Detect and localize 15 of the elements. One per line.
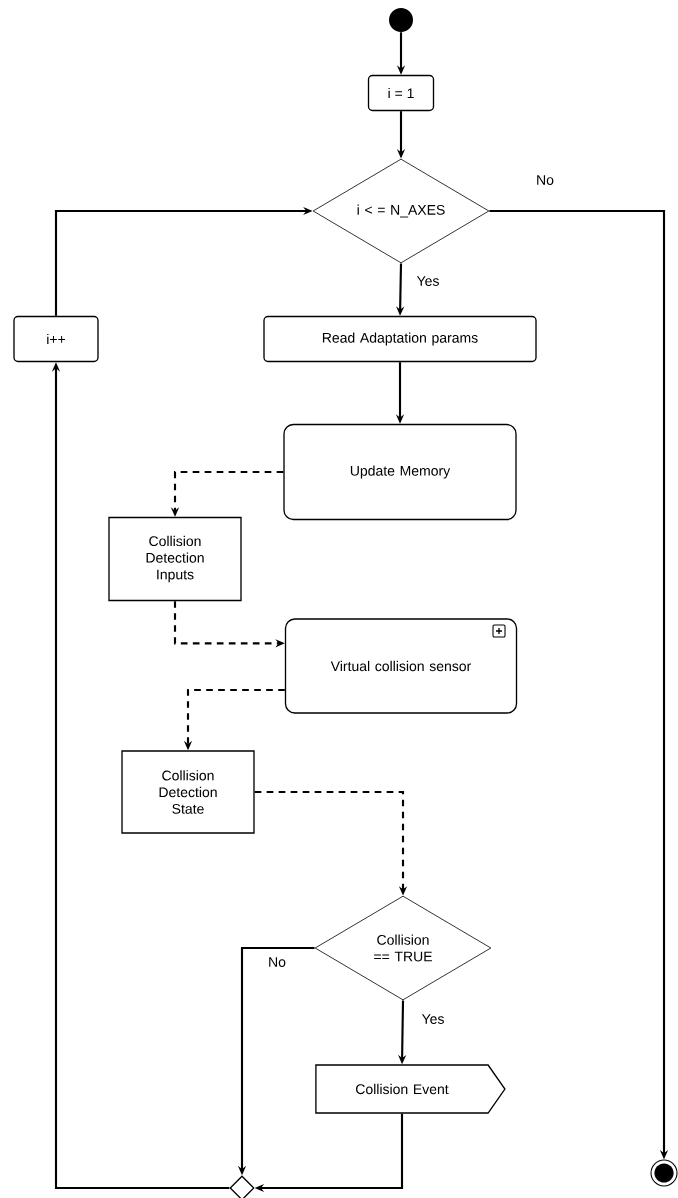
object-box: Collision Detection State (121, 750, 255, 834)
edge-label: Yes (416, 276, 439, 286)
action-box: Virtual collision sensor (284, 618, 518, 714)
merge-diamond (229, 1175, 255, 1198)
end-circle (650, 1159, 678, 1187)
action-box: Update Memory (283, 423, 517, 521)
start-circle (389, 8, 413, 32)
edge-label: No (269, 957, 286, 967)
action-box: i = 1 (367, 74, 435, 112)
signal-box: Collision Event (315, 1064, 506, 1114)
action-box: Read Adaptation params (263, 315, 537, 363)
action-box: i++ (13, 315, 99, 363)
edge-label: Yes (421, 1014, 444, 1024)
edge-label: No (537, 175, 554, 185)
object-box: Collision Detection Inputs (108, 516, 242, 602)
